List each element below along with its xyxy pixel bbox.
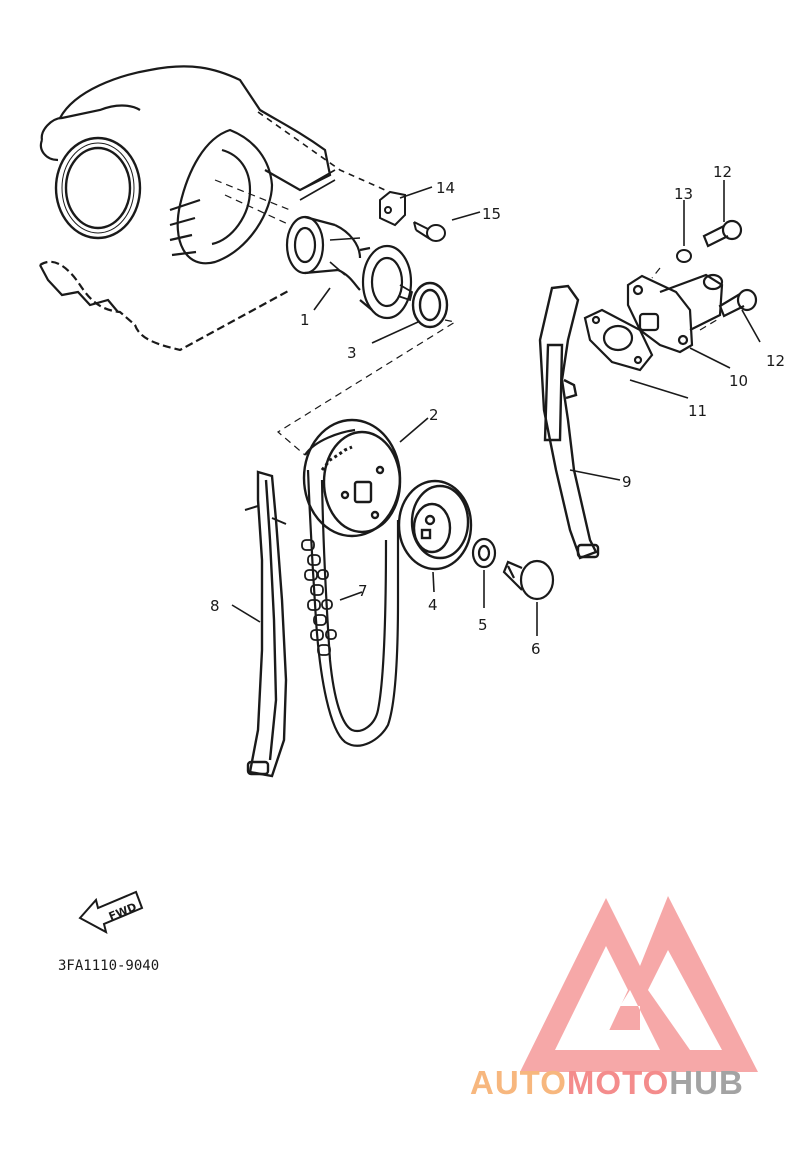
brand-moto: MOTO <box>566 1064 670 1101</box>
port-ring <box>54 136 142 240</box>
washer <box>471 537 497 569</box>
part-label-12-upper: 12 <box>713 163 732 181</box>
part-label-6: 6 <box>531 640 541 658</box>
fwd-label: FWD <box>107 900 139 923</box>
part-label-3: 3 <box>347 344 357 362</box>
part-label-15: 15 <box>482 205 501 223</box>
part-label-11: 11 <box>688 402 707 420</box>
washer-13 <box>676 249 692 263</box>
part-label-10: 10 <box>729 372 748 390</box>
part-label-12-lower: 12 <box>766 352 785 370</box>
part-label-5: 5 <box>478 616 488 634</box>
part-label-7: 7 <box>358 582 368 600</box>
pulley <box>397 479 473 571</box>
part-label-14: 14 <box>436 179 455 197</box>
part-label-9: 9 <box>622 473 632 491</box>
part-label-2: 2 <box>429 406 439 424</box>
bolt-15 <box>413 221 446 242</box>
guide-lines <box>214 179 721 456</box>
fwd-arrow-icon: FWD <box>78 890 144 934</box>
cylinder-head <box>39 65 386 352</box>
bolt-12-lower <box>718 288 758 318</box>
watermark-brand: AUTOMOTOHUB <box>470 1064 744 1102</box>
cam-sprocket <box>302 418 402 538</box>
part-label-4: 4 <box>428 596 438 614</box>
tensioner-guide <box>538 284 600 560</box>
diagram-code: 3FA1110-9040 <box>58 958 159 974</box>
timing-chain <box>301 428 400 747</box>
label-leaders <box>231 180 761 636</box>
part-label-8: 8 <box>210 597 220 615</box>
tensioner-assembly <box>626 273 724 354</box>
brand-hub: HUB <box>669 1064 744 1101</box>
part-label-13: 13 <box>674 185 693 203</box>
part-label-1: 1 <box>300 311 310 329</box>
part-labels: 1 2 3 4 5 6 7 8 9 10 11 12 12 13 14 15 <box>210 163 785 658</box>
brand-auto: AUTO <box>470 1064 567 1101</box>
circlip <box>411 281 449 329</box>
bolt-12-upper <box>702 219 743 248</box>
chain-guide <box>244 470 288 778</box>
bracket <box>379 190 406 227</box>
watermark-logo-icon <box>520 896 758 1072</box>
bolt-6 <box>502 559 555 601</box>
camshaft <box>285 215 414 320</box>
gasket <box>583 308 654 372</box>
